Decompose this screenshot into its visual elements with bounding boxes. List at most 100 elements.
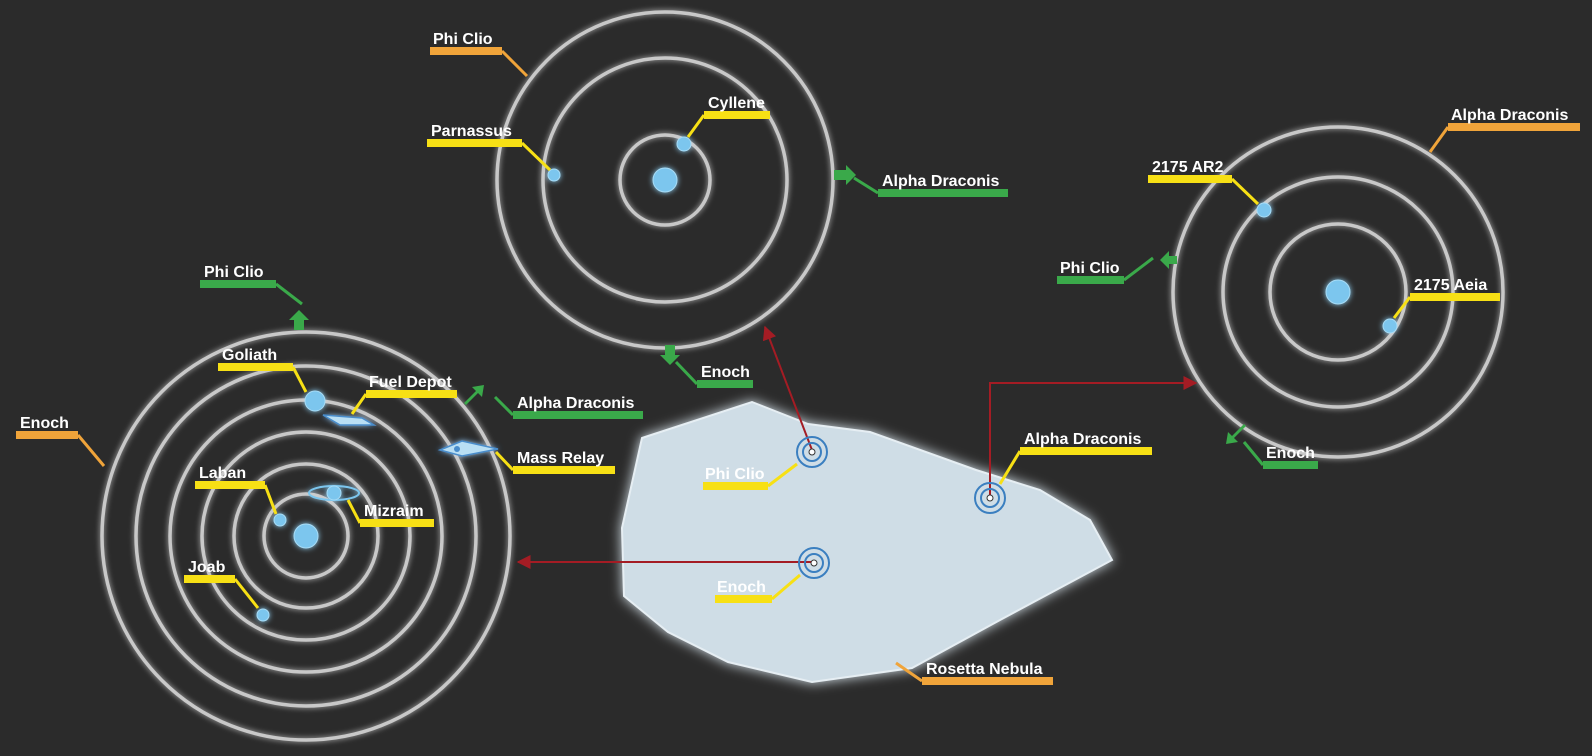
star-enoch (293, 523, 319, 549)
planet-joab[interactable] (256, 608, 270, 622)
label-leader-line (500, 49, 529, 78)
cluster-marker-enoch[interactable] (798, 547, 830, 579)
label-exit-alpha-draconis-from-enoch[interactable]: Alpha Draconis (493, 395, 643, 419)
label-leader-line (1230, 177, 1260, 206)
label-underline-bar (184, 575, 235, 583)
label-underline-bar (1148, 175, 1232, 183)
orbit-ring (1221, 175, 1455, 409)
label-exit-alpha-draconis-from-enoch-text: Alpha Draconis (517, 395, 634, 412)
planet-cyllene[interactable] (676, 136, 692, 152)
arrow-down-icon[interactable] (660, 345, 680, 365)
label-exit-alpha-draconis-from-phi-clio-text: Alpha Draconis (882, 173, 999, 190)
rosetta-nebula (620, 400, 1114, 684)
label-leader-line (998, 450, 1022, 485)
label-cluster-alpha-draconis-text: Alpha Draconis (1024, 431, 1141, 448)
label-leader-line (233, 578, 260, 609)
label-leader-line (1392, 296, 1412, 319)
label-rosetta-nebula: Rosetta Nebula (895, 661, 1053, 685)
label-leader-line (263, 484, 278, 515)
mass-relay-icon[interactable] (437, 440, 499, 457)
label-joab[interactable]: Joab (184, 559, 260, 609)
planet-goliath[interactable] (304, 390, 326, 412)
fuel-depot-icon[interactable] (322, 414, 377, 426)
label-alpha-draconis-system-text: Alpha Draconis (1451, 107, 1568, 124)
system-phi-clio (495, 10, 835, 350)
label-leader-line (686, 114, 706, 138)
label-leader-line (494, 450, 515, 472)
label-mizraim-text: Mizraim (364, 503, 424, 520)
arrow-up-right-icon[interactable] (464, 385, 484, 405)
planet-mizraim[interactable] (308, 485, 360, 501)
label-exit-phi-clio-from-alpha-draconis-text: Phi Clio (1060, 260, 1120, 277)
nebula-shape (620, 400, 1114, 684)
planet-2175-ar2[interactable] (1256, 202, 1272, 218)
label-exit-enoch-from-alpha-draconis[interactable]: Enoch (1242, 441, 1318, 469)
label-exit-enoch-from-phi-clio[interactable]: Enoch (674, 360, 753, 388)
label-enoch-system-text: Enoch (20, 415, 69, 432)
label-fuel-depot[interactable]: Fuel Depot (350, 374, 457, 415)
label-underline-bar (1448, 123, 1580, 131)
label-underline-bar (513, 466, 615, 474)
orbit-ring (541, 56, 789, 304)
label-2175-ar2-text: 2175 AR2 (1152, 159, 1224, 176)
label-cluster-phi-clio[interactable]: Phi Clio (703, 462, 798, 490)
planet-parnassus[interactable] (547, 168, 561, 182)
label-leader-line (1428, 126, 1450, 153)
label-parnassus-text: Parnassus (431, 123, 512, 140)
label-mass-relay[interactable]: Mass Relay (494, 450, 615, 474)
label-goliath[interactable]: Goliath (218, 347, 308, 393)
label-mizraim[interactable]: Mizraim (346, 499, 434, 527)
label-underline-bar (922, 677, 1053, 685)
label-exit-phi-clio-from-alpha-draconis[interactable]: Phi Clio (1057, 256, 1154, 284)
label-parnassus[interactable]: Parnassus (427, 123, 552, 172)
star-phi-clio (652, 167, 678, 193)
orbit-ring (232, 462, 380, 610)
label-2175-aeia[interactable]: 2175 Aeia (1392, 277, 1500, 319)
label-exit-alpha-draconis-from-phi-clio[interactable]: Alpha Draconis (853, 173, 1008, 197)
label-fuel-depot-text: Fuel Depot (369, 374, 452, 391)
label-underline-bar (513, 411, 643, 419)
arrow-down-left-icon[interactable] (1226, 424, 1246, 444)
label-enoch-system: Enoch (16, 415, 106, 467)
cluster-marker-phi-clio[interactable] (796, 436, 828, 468)
label-underline-bar (430, 47, 502, 55)
arrow-left-icon[interactable] (1160, 251, 1177, 269)
label-cyllene[interactable]: Cyllene (686, 95, 770, 138)
label-phi-clio-system-text: Phi Clio (433, 31, 493, 48)
label-goliath-text: Goliath (222, 347, 277, 364)
label-underline-bar (1263, 461, 1318, 469)
label-underline-bar (427, 139, 522, 147)
route-to-alpha-draconis (989, 376, 1198, 498)
label-mass-relay-text: Mass Relay (517, 450, 604, 467)
label-underline-bar (360, 519, 434, 527)
label-2175-ar2[interactable]: 2175 AR2 (1148, 159, 1260, 206)
label-cluster-phi-clio-text: Phi Clio (705, 466, 765, 483)
label-exit-enoch-from-phi-clio-text: Enoch (701, 364, 750, 381)
label-underline-bar (715, 595, 772, 603)
arrow-up-icon[interactable] (289, 310, 309, 330)
label-cluster-alpha-draconis[interactable]: Alpha Draconis (998, 431, 1152, 485)
cluster-marker-alpha-draconis[interactable] (974, 482, 1006, 514)
planet-2175-aeia[interactable] (1382, 318, 1398, 334)
label-leader-line (1123, 256, 1154, 282)
relay-routes (516, 325, 1198, 569)
label-underline-bar (1020, 447, 1152, 455)
label-exit-phi-clio-from-enoch[interactable]: Phi Clio (200, 264, 303, 306)
label-underline-bar (195, 481, 265, 489)
star-alpha-draconis (1325, 279, 1351, 305)
arrow-right-icon[interactable] (834, 165, 856, 185)
label-phi-clio-system: Phi Clio (430, 31, 529, 78)
label-underline-bar (704, 111, 770, 119)
label-cluster-enoch[interactable]: Enoch (715, 573, 801, 603)
label-leader-line (674, 360, 699, 386)
label-leader-line (520, 141, 552, 172)
label-laban[interactable]: Laban (195, 465, 278, 515)
label-leader-line (895, 661, 923, 683)
label-leader-line (275, 282, 303, 306)
label-underline-bar (878, 189, 1008, 197)
label-underline-bar (703, 482, 768, 490)
planet-laban[interactable] (273, 513, 287, 527)
label-underline-bar (697, 380, 753, 388)
label-laban-text: Laban (199, 465, 246, 482)
